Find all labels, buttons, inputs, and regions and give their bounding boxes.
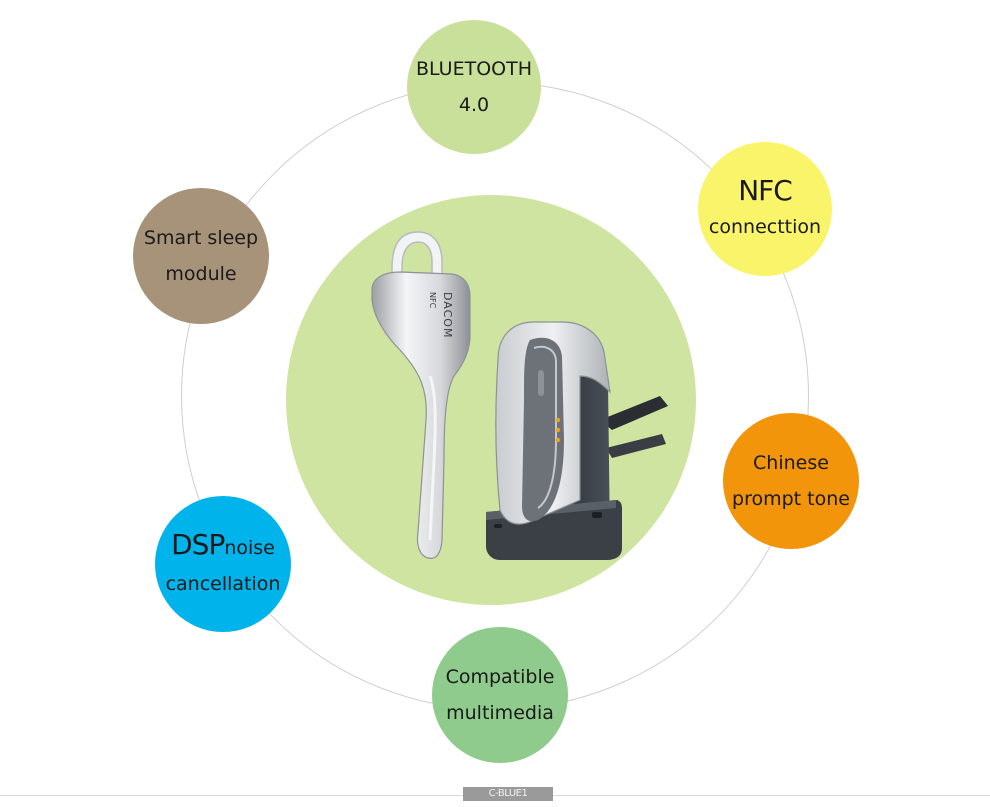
feature-sleep-line1: Smart sleep [143,227,259,249]
feature-nfc-line2: connecttion [708,216,822,238]
feature-smart-sleep: Smart sleep module [133,188,269,324]
feature-chinese-line2: prompt tone [732,488,850,510]
feature-dsp-line2: cancellation [165,572,281,595]
feature-bluetooth-line1: BLUETOOTH [416,58,532,80]
charging-dock [486,321,668,560]
feature-multimedia-line2: multimedia [446,702,554,724]
feature-dsp-noise: DSPnoise cancellation [155,496,291,632]
feature-dsp-line1-big: DSP [171,527,225,561]
feature-multimedia-line1: Compatible [445,666,555,688]
footer-model-tag: C-BLUE1 [463,787,553,801]
earpiece-brand: DACOM [441,292,454,338]
feature-sleep-line2: module [165,263,237,285]
feature-nfc-line1: NFC [738,174,793,207]
earpiece: DACOM NFC [371,231,471,559]
earpiece-nfc-mark: NFC [428,292,437,309]
feature-bluetooth-line2: 4.0 [458,94,490,116]
feature-chinese-line1: Chinese [753,452,829,474]
feature-multimedia: Compatible multimedia [432,627,568,763]
feature-dsp-line1-small: noise [224,536,275,559]
feature-bluetooth: BLUETOOTH 4.0 [407,20,541,154]
feature-nfc: NFC connecttion [698,142,832,276]
feature-chinese-prompt: Chinese prompt tone [723,413,859,549]
